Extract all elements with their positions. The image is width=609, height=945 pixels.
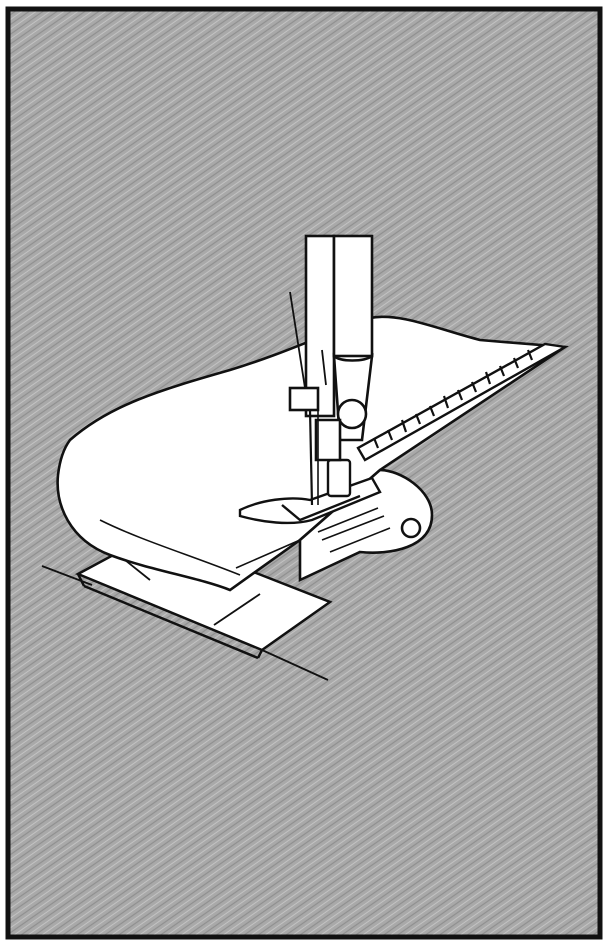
presser-foot-icon xyxy=(238,458,382,525)
sewing-machine-needle-bar-icon xyxy=(288,234,374,506)
throat-plate-icon xyxy=(298,468,434,583)
guide-lines xyxy=(41,565,329,681)
ruler-scale xyxy=(356,342,569,462)
